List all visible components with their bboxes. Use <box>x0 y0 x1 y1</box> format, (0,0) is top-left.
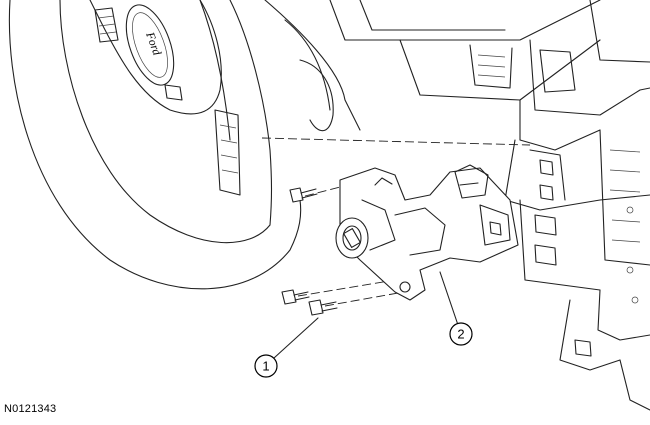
callout-2: 2 <box>449 322 473 346</box>
callout-1-leader <box>273 317 319 359</box>
callout-2-leader <box>439 271 459 326</box>
steering-column-background <box>329 0 650 411</box>
ignition-lock-cylinder-housing-icon <box>335 164 519 301</box>
callout-2-label: 2 <box>457 327 464 342</box>
callout-1-label: 1 <box>262 359 269 374</box>
steering-wheel-icon: Ford <box>8 0 361 290</box>
screw-icon <box>281 289 310 305</box>
screw-icon <box>289 187 318 203</box>
ford-logo-icon <box>125 4 175 86</box>
callout-1: 1 <box>254 354 278 378</box>
reference-id: N0121343 <box>4 403 57 415</box>
screw-icon <box>308 299 338 316</box>
